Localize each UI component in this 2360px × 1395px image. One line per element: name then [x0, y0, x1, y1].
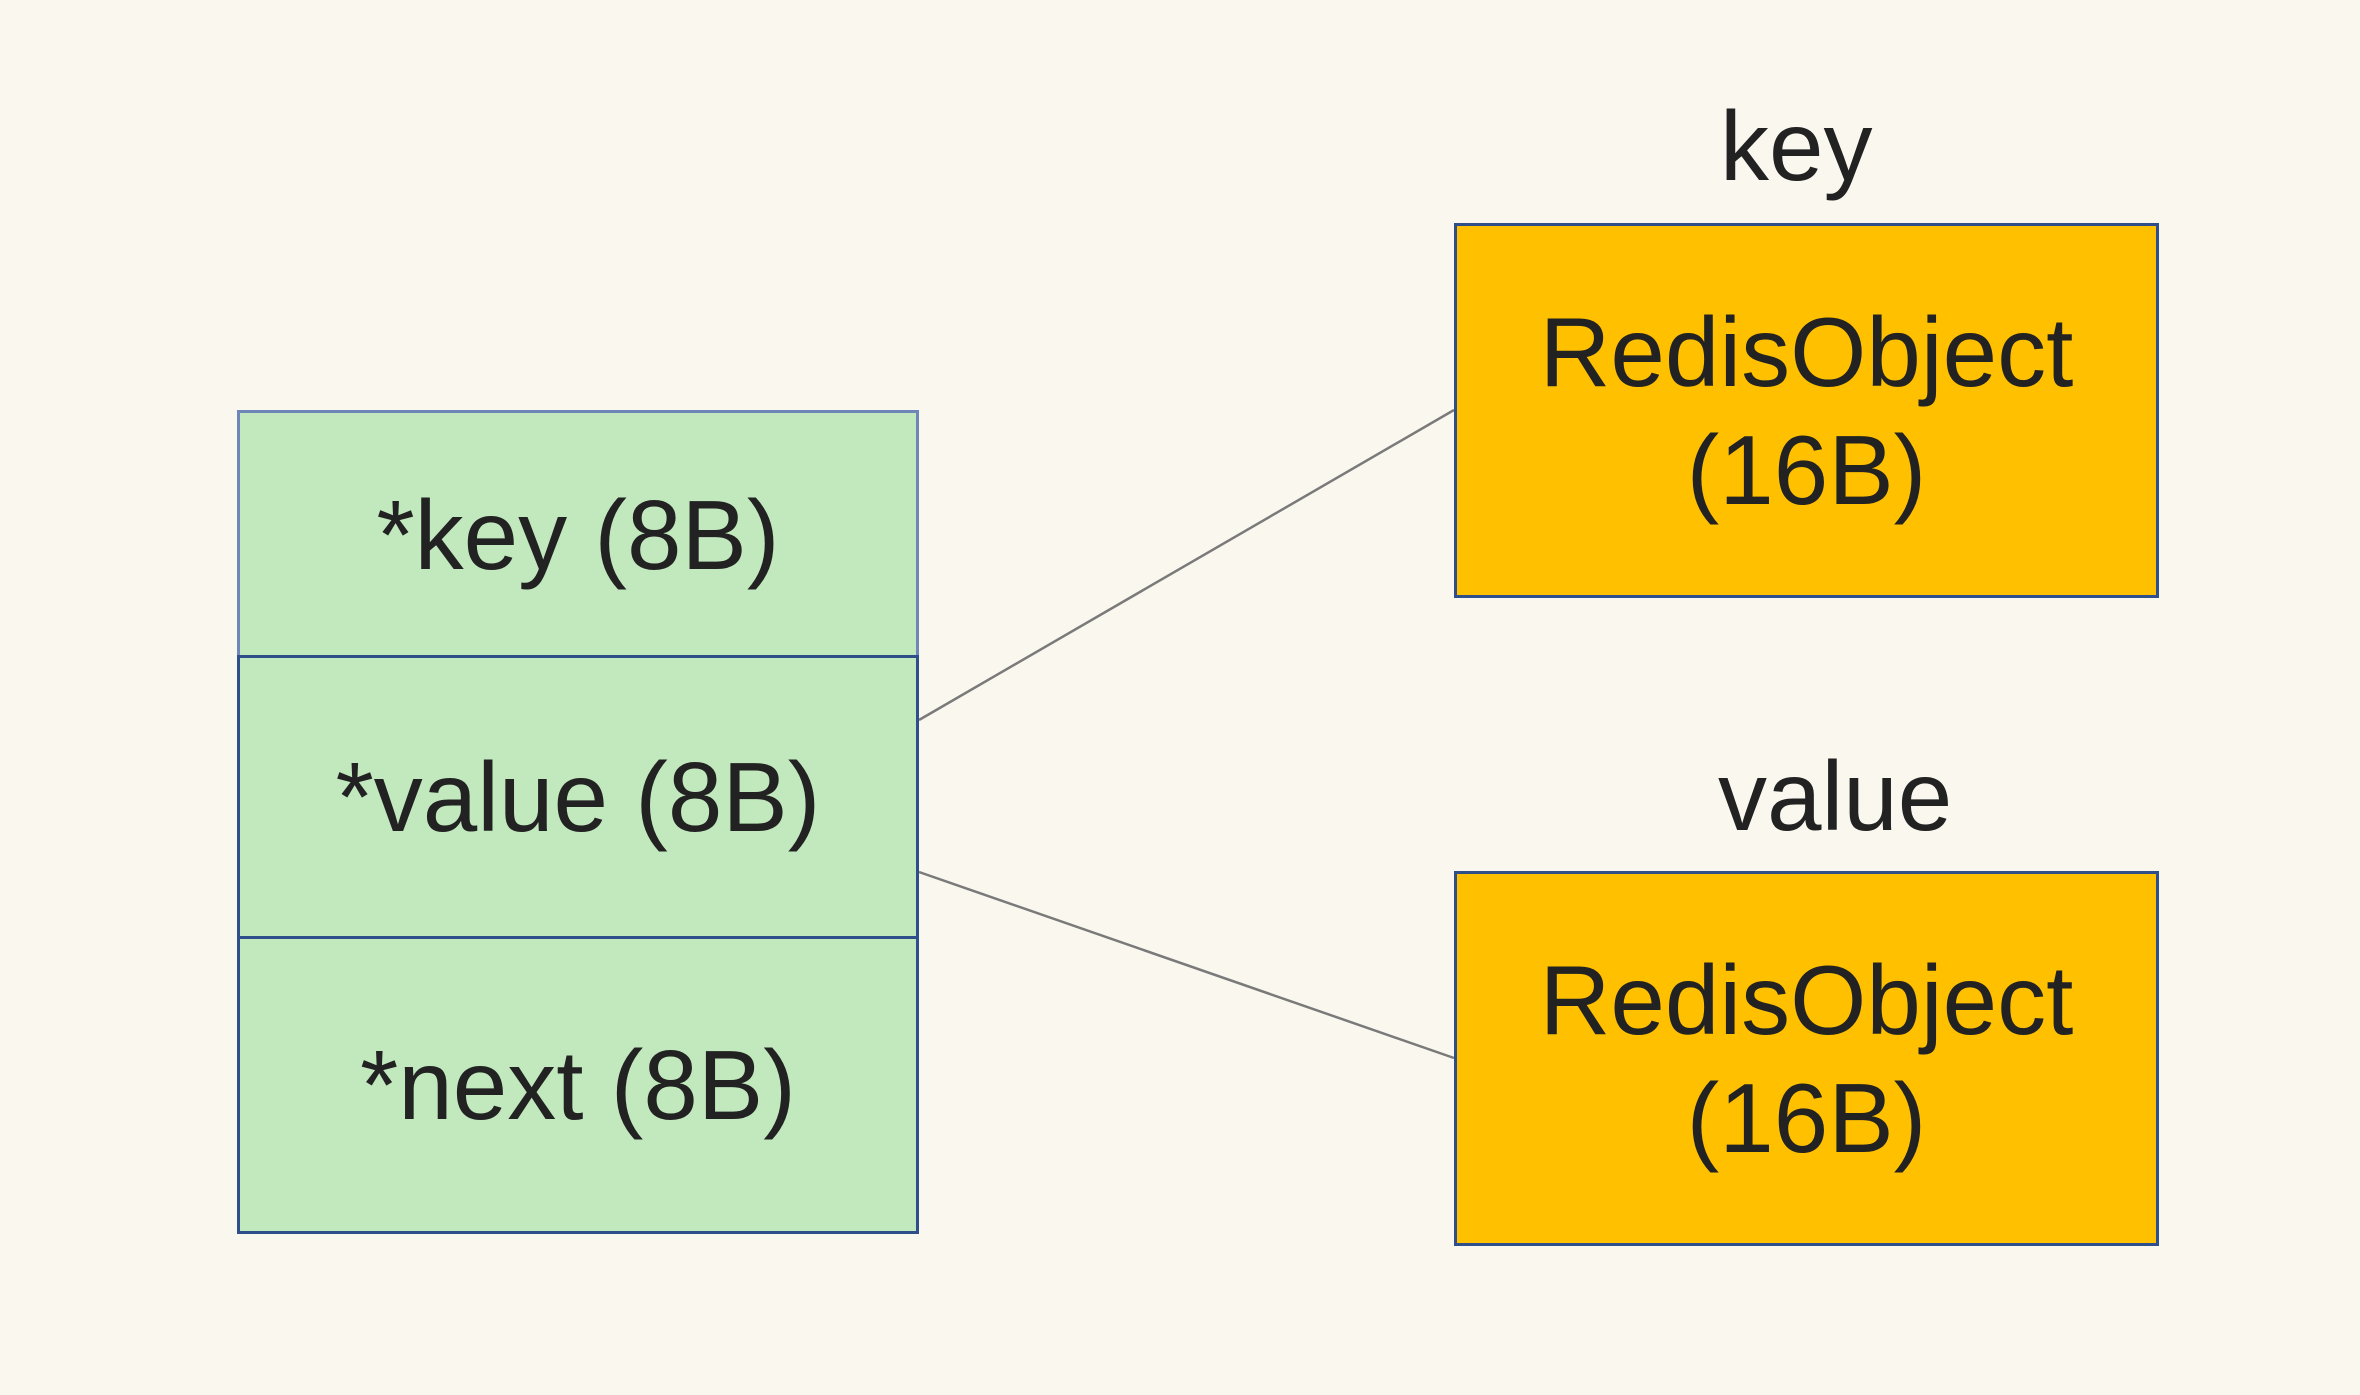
- connector-key: [918, 408, 1455, 722]
- value-object-size: (16B): [1686, 1062, 1927, 1173]
- value-object-caption: value: [1718, 741, 1953, 851]
- dict-entry-value-field: *value (8B): [237, 655, 919, 939]
- value-field-label: *value (8B): [335, 741, 821, 852]
- key-field-label: *key (8B): [376, 480, 780, 590]
- key-object-caption: key: [1720, 91, 1873, 201]
- key-object-size: (16B): [1686, 414, 1927, 525]
- next-field-label: *next (8B): [360, 1029, 796, 1140]
- dict-entry-key-field: *key (8B): [237, 410, 919, 658]
- key-object-type: RedisObject: [1539, 296, 2074, 407]
- value-object-type: RedisObject: [1539, 944, 2074, 1055]
- key-redis-object: RedisObject (16B): [1454, 223, 2159, 598]
- dict-entry-next-field: *next (8B): [237, 936, 919, 1234]
- connector-value: [918, 870, 1455, 1060]
- value-redis-object: RedisObject (16B): [1454, 871, 2159, 1246]
- dict-entry: *key (8B) *value (8B) *next (8B): [237, 410, 919, 1234]
